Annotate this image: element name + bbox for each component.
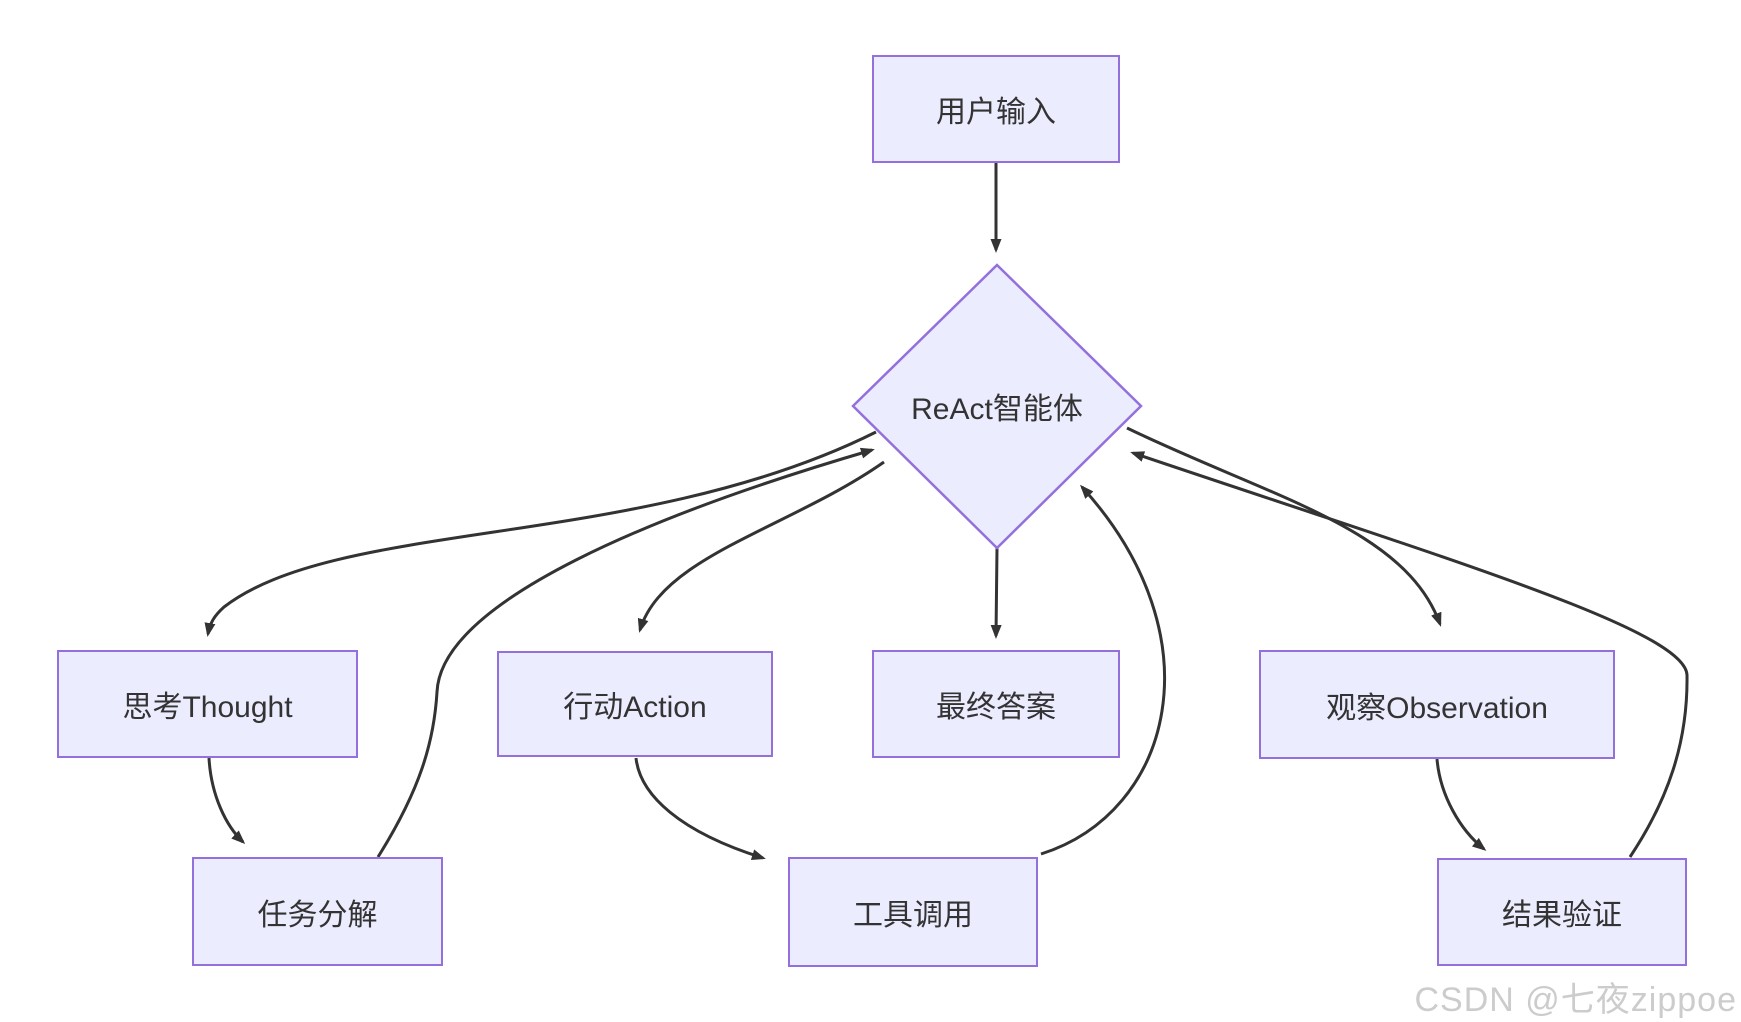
edge-observation-to-result-verify	[1435, 758, 1487, 851]
node-result-verify-label: 结果验证	[1502, 899, 1622, 932]
node-user-input-label: 用户输入	[936, 96, 1056, 129]
node-react-agent: ReAct智能体	[847, 386, 1147, 426]
node-action-label: 行动Action	[563, 691, 707, 724]
node-final-answer: 最终答案	[872, 650, 1120, 758]
node-final-answer-label: 最终答案	[936, 691, 1056, 724]
node-tool-call: 工具调用	[788, 857, 1038, 967]
node-react-agent-label: ReAct智能体	[911, 393, 1083, 426]
node-thought: 思考Thought	[57, 650, 358, 758]
node-thought-label: 思考Thought	[122, 691, 293, 724]
node-task-decompose: 任务分解	[192, 857, 443, 966]
edge-react-agent-to-action	[637, 460, 885, 633]
edge-action-to-tool-call	[634, 757, 766, 860]
edge-react-agent-to-final-answer	[990, 547, 1002, 639]
csdn-watermark: CSDN @七夜zippoe	[1414, 981, 1737, 1019]
edge-react-agent-to-observation	[1126, 426, 1442, 627]
node-tool-call-label: 工具调用	[853, 899, 973, 932]
node-observation-label: 观察Observation	[1326, 691, 1548, 725]
edge-tool-call-to-react-agent	[1040, 484, 1166, 856]
node-observation: 观察Observation	[1259, 650, 1615, 759]
node-task-decompose-label: 任务分解	[257, 898, 378, 932]
edge-task-decompose-to-react-agent	[376, 447, 875, 858]
edge-react-agent-to-thought	[204, 430, 877, 637]
edge-thought-to-task-decompose	[207, 757, 246, 845]
react-agent-diamond	[851, 263, 1143, 550]
node-user-input: 用户输入	[872, 55, 1120, 163]
edge-result-verify-to-react-agent	[1130, 451, 1689, 858]
node-result-verify: 结果验证	[1437, 858, 1687, 966]
node-action: 行动Action	[497, 651, 773, 757]
